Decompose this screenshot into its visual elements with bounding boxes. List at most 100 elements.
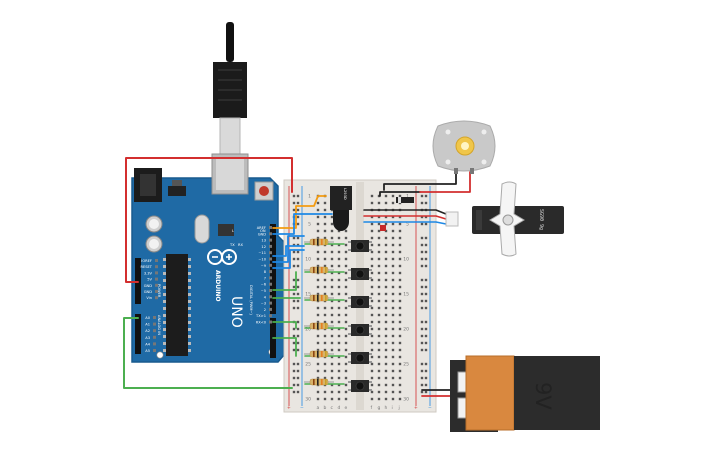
- pin-label: ~11: [258, 251, 266, 255]
- header-pin[interactable]: [155, 290, 158, 293]
- pin-label: A3: [145, 336, 150, 340]
- row-number: 15: [305, 292, 311, 298]
- column-letter: g: [378, 406, 381, 411]
- electrolytic-capacitor: [333, 210, 349, 231]
- resistor: [304, 266, 334, 274]
- column-letter: f: [371, 405, 373, 411]
- header-pin[interactable]: [153, 316, 156, 319]
- header-pin[interactable]: [269, 301, 272, 305]
- pushbuttons: [348, 240, 372, 392]
- pin-label: A4: [145, 342, 150, 346]
- pin-label: A2: [145, 329, 150, 333]
- header-pin[interactable]: [269, 257, 272, 261]
- pushbutton-cap[interactable]: [355, 381, 365, 391]
- column-letter: j: [398, 405, 400, 411]
- header-pin[interactable]: [269, 295, 272, 299]
- pushbutton-cap[interactable]: [355, 269, 365, 279]
- row-number: 10: [305, 257, 311, 263]
- pin-label: 5V: [147, 278, 152, 282]
- header-pin[interactable]: [155, 271, 158, 275]
- header-pin[interactable]: [269, 289, 272, 292]
- header-pin[interactable]: [269, 244, 272, 248]
- digital-label: DIGITAL (PWM~): [249, 285, 253, 315]
- pin-label: 7: [264, 276, 266, 280]
- column-letter: d: [338, 405, 341, 411]
- pin-label: ~9: [261, 264, 267, 268]
- wire-green-3: [272, 321, 297, 329]
- row-number: 10: [403, 257, 409, 263]
- battery-label-area: [514, 356, 600, 430]
- header-pin[interactable]: [269, 320, 272, 324]
- header-pin[interactable]: [269, 226, 272, 229]
- header-pin[interactable]: [153, 329, 156, 333]
- pin-label: 3.3V: [144, 271, 153, 275]
- pushbutton[interactable]: [348, 352, 372, 364]
- battery-9v: 9V: [450, 355, 600, 432]
- reset-button[interactable]: [259, 186, 269, 196]
- wire-blue-2: [272, 235, 305, 263]
- column-letter: b: [324, 405, 327, 411]
- rx-label: RX: [238, 243, 243, 247]
- pushbutton[interactable]: [348, 324, 372, 336]
- header-pin[interactable]: [269, 270, 272, 274]
- resistor: [304, 322, 334, 330]
- header-pin[interactable]: [153, 322, 156, 326]
- header-pin[interactable]: [269, 263, 272, 267]
- pin-label: IOREF: [141, 259, 152, 263]
- header-pin[interactable]: [155, 296, 158, 300]
- header-pin[interactable]: [155, 259, 158, 262]
- tx-label: TX: [229, 243, 235, 247]
- header-pin[interactable]: [153, 342, 156, 346]
- arduino-model: UNO: [228, 296, 244, 328]
- wire-motor-red: [419, 171, 471, 193]
- wire-blue-1: [272, 213, 333, 235]
- pin-label: 13: [261, 239, 266, 243]
- wire-gnd: [123, 317, 293, 389]
- header-pin[interactable]: [269, 282, 272, 286]
- header-pin[interactable]: [155, 283, 158, 287]
- pushbutton[interactable]: [348, 380, 372, 392]
- pin-label: A1: [145, 323, 150, 327]
- pin-label: ~10: [258, 258, 266, 262]
- resistor: [304, 238, 334, 246]
- digital-header-upper: [270, 224, 276, 314]
- header-pin[interactable]: [269, 232, 272, 236]
- row-number: 25: [403, 362, 409, 368]
- header-pin[interactable]: [269, 314, 272, 318]
- analog-header: [135, 314, 141, 354]
- header-pin[interactable]: [153, 335, 156, 339]
- column-letter: e: [345, 406, 348, 411]
- header-pin[interactable]: [269, 251, 272, 255]
- pin-label: AREF: [257, 226, 266, 230]
- pin-label: Vin: [146, 296, 152, 300]
- pin-label: TX>1: [255, 314, 266, 318]
- pin-label: GND: [144, 290, 152, 294]
- header-pin[interactable]: [269, 276, 272, 280]
- pushbutton[interactable]: [348, 296, 372, 308]
- header-pin[interactable]: [155, 265, 158, 269]
- pushbutton-cap[interactable]: [355, 297, 365, 307]
- pin-label: A5: [145, 349, 150, 353]
- pushbutton[interactable]: [348, 240, 372, 252]
- row-number: 5: [406, 222, 409, 228]
- wire-5v: [125, 157, 293, 283]
- pushbutton-cap[interactable]: [355, 241, 365, 251]
- arduino-brand: ARDUINO: [214, 270, 221, 301]
- usb-cable: [213, 22, 247, 157]
- usb-cable-cord: [226, 22, 234, 62]
- pushbutton-cap[interactable]: [355, 353, 365, 363]
- header-pin[interactable]: [269, 238, 272, 242]
- usb-plug-metal: [219, 117, 241, 157]
- header-pin[interactable]: [155, 277, 158, 281]
- servo-label: SG90 9g: [538, 209, 544, 230]
- pushbutton[interactable]: [348, 268, 372, 280]
- wire-blue-3: [272, 245, 305, 257]
- header-pin[interactable]: [153, 349, 156, 352]
- row-number: 20: [403, 327, 409, 333]
- row-number: 30: [403, 397, 409, 403]
- header-pin[interactable]: [269, 307, 272, 311]
- rail-plus-left: +: [287, 405, 291, 411]
- arduino-logo-icon: [207, 249, 237, 265]
- pushbutton-cap[interactable]: [355, 325, 365, 335]
